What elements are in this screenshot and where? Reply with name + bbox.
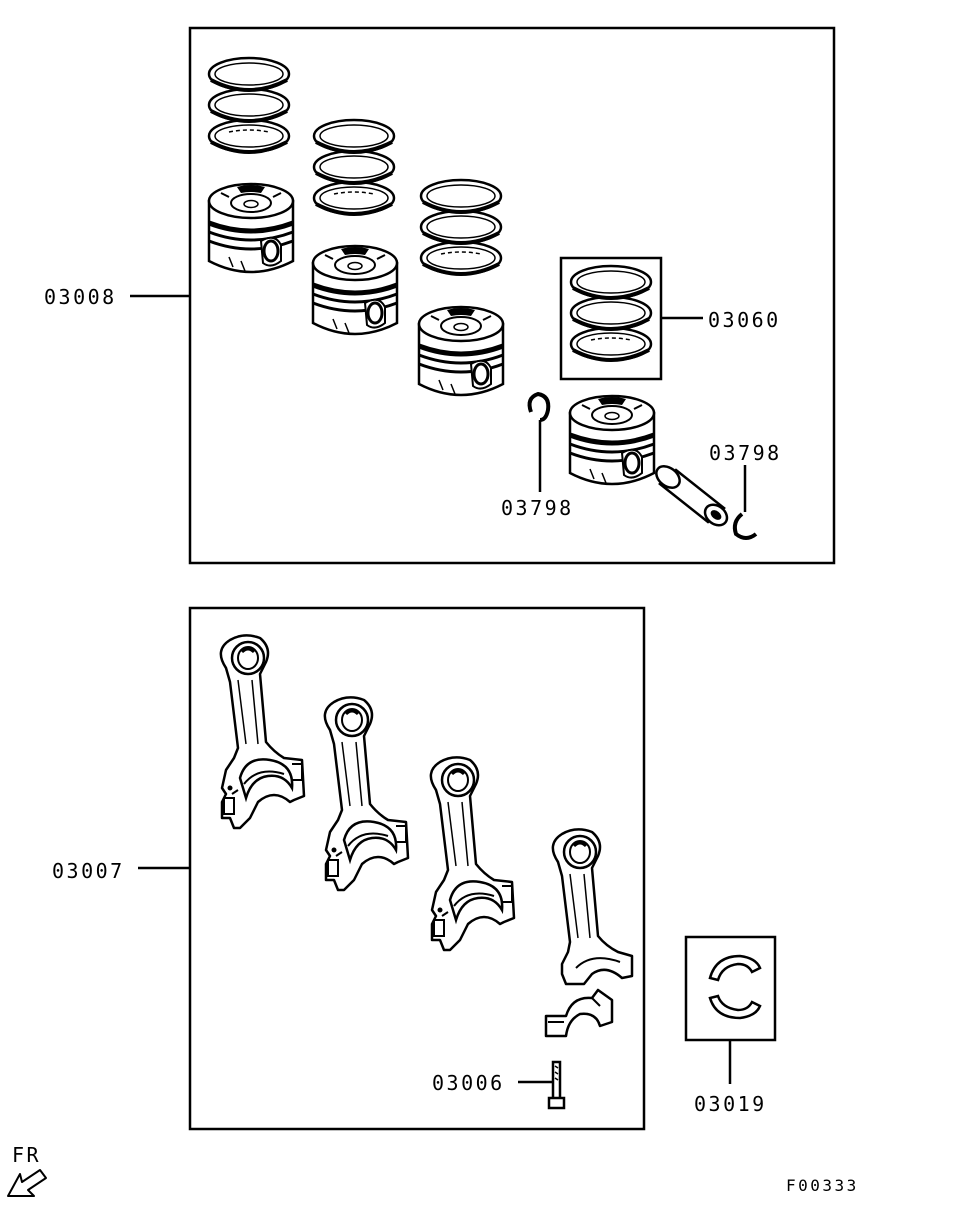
rod-bolt [547, 1060, 566, 1110]
piston-ring-set-4 [569, 264, 653, 362]
piston-1 [209, 184, 293, 272]
piston-pin [655, 465, 729, 527]
callout-03019: 03019 [694, 1092, 767, 1116]
piston-3 [419, 307, 503, 395]
callout-03798-left: 03798 [501, 496, 574, 520]
figure-code: F00333 [786, 1176, 859, 1195]
rod-bearing-shells [708, 954, 762, 1020]
connecting-rod-1 [219, 633, 306, 830]
piston-ring-set-2 [312, 118, 396, 216]
piston-2 [313, 246, 397, 334]
bearing-frame [684, 935, 777, 1042]
piston-ring-set-3 [419, 178, 503, 276]
connecting-rod-4 [551, 827, 634, 986]
direction-label: FR [12, 1143, 41, 1167]
connecting-rod-3 [429, 755, 516, 952]
callout-03007: 03007 [52, 859, 125, 883]
piston-ring-set-1 [207, 56, 291, 154]
snap-ring-left [527, 391, 551, 422]
callout-03798-right: 03798 [709, 441, 782, 465]
snap-ring-right [732, 512, 758, 540]
callout-03008: 03008 [44, 285, 117, 309]
connecting-rod-cap [544, 988, 614, 1038]
callout-03006: 03006 [432, 1071, 505, 1095]
callout-03060: 03060 [708, 308, 781, 332]
front-arrow-icon [7, 1169, 47, 1197]
piston-4 [570, 396, 654, 484]
connecting-rod-2 [323, 695, 410, 892]
